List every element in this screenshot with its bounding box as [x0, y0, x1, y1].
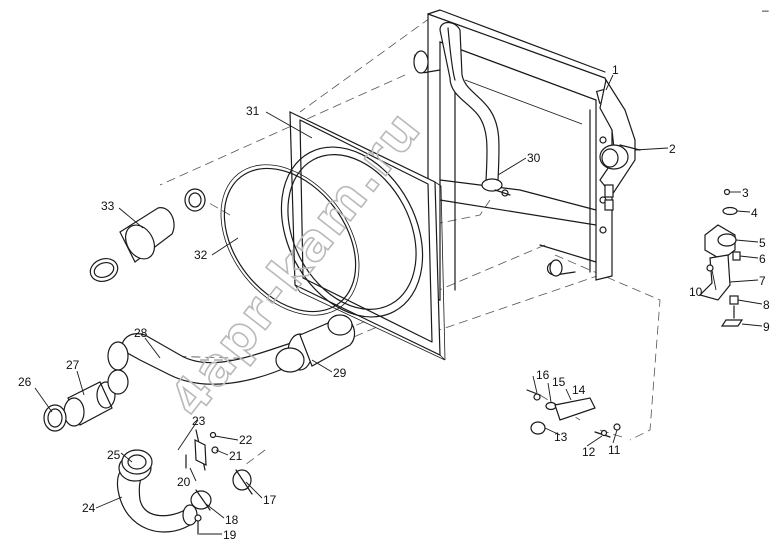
callout-24: 24 [82, 501, 96, 515]
callout-14: 14 [572, 383, 586, 397]
intake-sleeve [89, 188, 206, 282]
callout-8: 8 [763, 298, 770, 312]
fan-shroud [280, 111, 446, 361]
callout-31: 31 [246, 104, 260, 118]
callout-29: 29 [333, 366, 347, 380]
callout-20: 20 [177, 475, 191, 489]
callout-5: 5 [759, 236, 766, 250]
callout-16: 16 [536, 368, 550, 382]
callout-6: 6 [759, 252, 766, 266]
callout-10: 10 [689, 285, 703, 299]
callout-12: 12 [582, 445, 596, 459]
mounting-bracket [698, 188, 744, 327]
radiator [413, 9, 613, 301]
callout-33: 33 [101, 199, 115, 213]
callout-26: 26 [18, 375, 32, 389]
support-bracket [526, 389, 621, 438]
callout-17: 17 [263, 493, 277, 507]
callout-23: 23 [192, 414, 206, 428]
callout-15: 15 [552, 375, 566, 389]
callout-3: 3 [742, 186, 749, 200]
callout-1: 1 [612, 63, 619, 77]
charge-air-pipe [107, 314, 355, 385]
corner-mark: – [762, 3, 769, 17]
fan-ring [220, 164, 360, 316]
callout-leaders [34, 74, 763, 535]
callout-9: 9 [763, 320, 770, 334]
lower-hose [116, 449, 198, 533]
callout-labels: 1 2 3 4 5 6 7 8 9 10 11 12 13 14 15 16 1… [18, 63, 770, 542]
callout-19: 19 [223, 528, 237, 542]
callout-28: 28 [134, 326, 148, 340]
expansion-tank [599, 78, 641, 211]
callout-30: 30 [527, 151, 541, 165]
callout-7: 7 [759, 274, 766, 288]
callout-11: 11 [608, 443, 621, 457]
callout-32: 32 [194, 248, 208, 262]
callout-18: 18 [225, 513, 239, 527]
callout-25: 25 [107, 448, 121, 462]
upper-hose [439, 21, 511, 197]
callout-13: 13 [554, 430, 568, 444]
callout-27: 27 [66, 358, 80, 372]
callout-21: 21 [229, 449, 243, 463]
callout-22: 22 [239, 433, 253, 447]
callout-4: 4 [751, 206, 758, 220]
rubber-hose [43, 369, 129, 432]
callout-2: 2 [669, 142, 676, 156]
